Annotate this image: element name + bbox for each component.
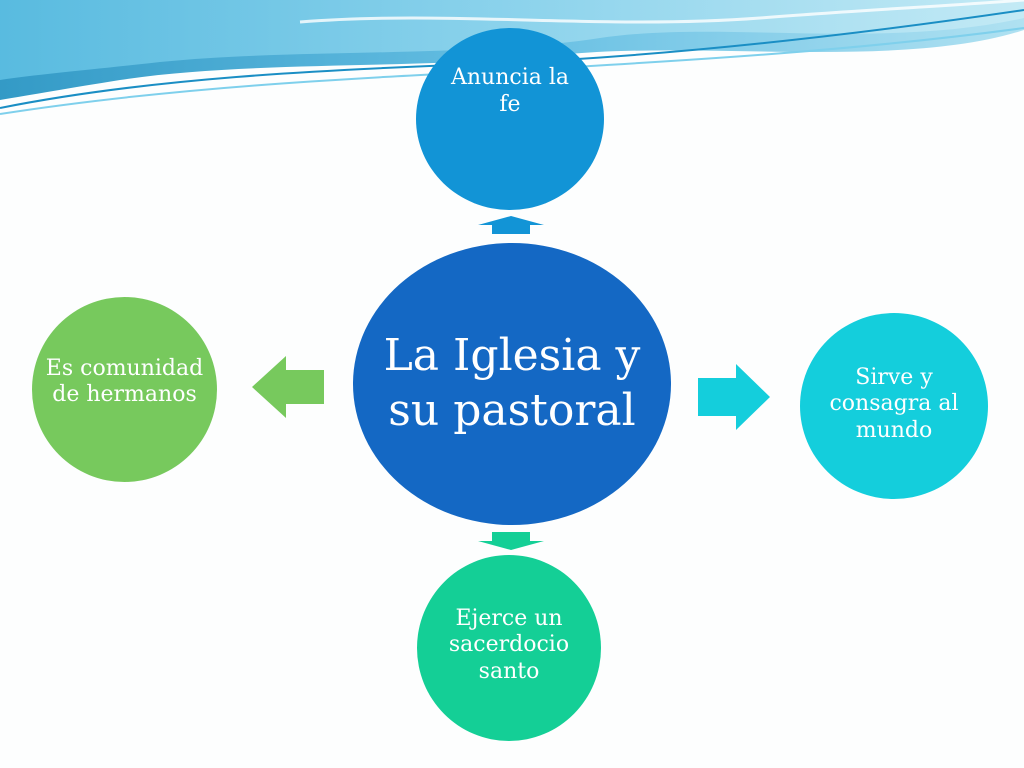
arrow-left-to-left-node bbox=[252, 356, 324, 418]
node-label-top: Anuncia la fe bbox=[450, 65, 569, 117]
arrow-down-to-bottom-node bbox=[478, 532, 544, 550]
node-label-bottom: Ejerce un sacerdocio santo bbox=[448, 605, 570, 684]
node-label-center: La Iglesia y su pastoral bbox=[383, 330, 641, 436]
node-label-right: Sirve y consagra al mundo bbox=[829, 364, 959, 443]
arrow-right-to-right-node bbox=[698, 364, 770, 430]
node-es-comunidad-de-hermanos: Es comunidad de hermanos bbox=[32, 297, 217, 482]
node-la-iglesia-y-su-pastoral: La Iglesia y su pastoral bbox=[353, 243, 671, 525]
node-anuncia-la-fe: Anuncia la fe bbox=[416, 28, 604, 210]
node-ejerce-un-sacerdocio-santo: Ejerce un sacerdocio santo bbox=[417, 555, 601, 741]
arrow-up-to-top-node bbox=[478, 216, 544, 234]
node-label-left: Es comunidad de hermanos bbox=[45, 355, 204, 407]
node-sirve-y-consagra-al-mundo: Sirve y consagra al mundo bbox=[800, 313, 988, 499]
